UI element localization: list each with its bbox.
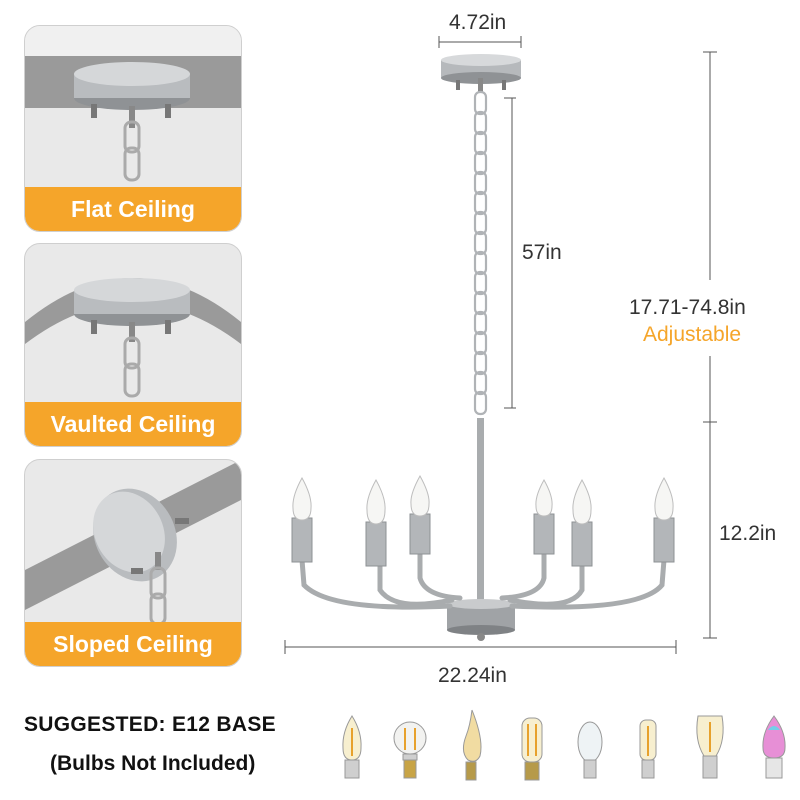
vaulted-ceiling-panel: Vaulted Ceiling: [24, 243, 242, 447]
suggested-base-text: SUGGESTED: E12 BASE: [24, 713, 276, 736]
sloped-ceiling-label: Sloped Ceiling: [25, 622, 241, 666]
bulb-option-flame-tip: [462, 709, 482, 781]
vaulted-ceiling-illustration: [25, 278, 241, 398]
width-line: [284, 640, 677, 654]
bulb-option-st-led: [696, 715, 724, 779]
bulb-option-t-shape: [639, 719, 657, 779]
width-label: 22.24in: [438, 664, 507, 687]
canopy-width-label: 4.72in: [449, 11, 507, 34]
bulb-options: [342, 709, 786, 781]
chain-length-bracket: [504, 97, 516, 409]
chain-length-label: 57in: [522, 241, 562, 264]
flat-ceiling-panel: Flat Ceiling: [24, 25, 242, 232]
bulb-option-clear-incandescent: [577, 721, 603, 779]
bulb-option-globe-led: [393, 721, 427, 779]
bulbs: [292, 474, 674, 525]
chain: [473, 90, 488, 416]
sloped-ceiling-panel: Sloped Ceiling: [24, 459, 242, 667]
canopy-width-bracket: [438, 36, 522, 48]
vaulted-ceiling-label: Vaulted Ceiling: [25, 402, 241, 446]
total-height-label: 17.71-74.8in: [629, 296, 746, 319]
body-height-label: 12.2in: [719, 522, 777, 545]
sloped-ceiling-illustration: [25, 460, 241, 626]
adjustable-label: Adjustable: [643, 323, 742, 346]
total-height-line: [703, 51, 717, 639]
bulb-option-tubular-led: [521, 717, 543, 781]
bulb-option-rgb-smart: [762, 715, 786, 779]
flat-ceiling-label: Flat Ceiling: [25, 187, 241, 231]
center-body: [447, 599, 515, 641]
canopy: [441, 54, 521, 92]
flat-ceiling-illustration: [25, 26, 241, 182]
bulb-option-candle-led: [342, 715, 362, 779]
arms: [299, 547, 667, 610]
down-rod: [477, 418, 484, 606]
bulbs-not-included-note: (Bulbs Not Included): [50, 752, 256, 775]
